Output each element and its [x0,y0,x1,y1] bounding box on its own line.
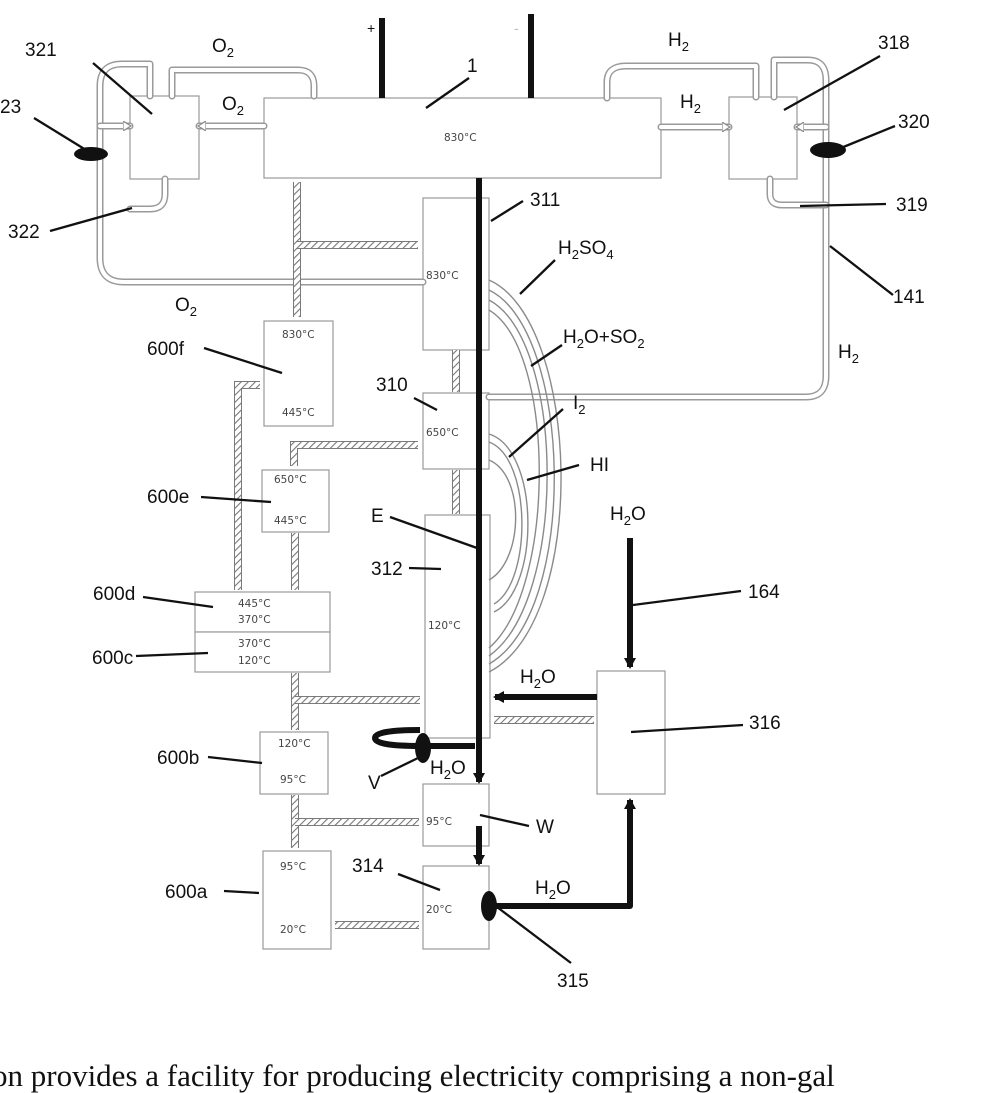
label-600b: 600b [157,748,199,769]
valve-315 [481,891,497,921]
label-315: 315 [557,971,589,992]
label-314: 314 [352,856,384,877]
label-319: 319 [896,195,928,216]
species-h2-mid: H2 [680,92,701,116]
species-h2o-316: H2O [520,667,556,691]
separator-321 [130,96,199,179]
label-320: 320 [898,112,930,133]
process-diagram: 321 23 322 1 + - 318 320 319 311 141 310… [0,0,997,1060]
caption-line: on provides a facility for producing ele… [0,1060,835,1093]
temp-600e-bot: 445°C [274,515,307,527]
label-321: 321 [25,40,57,61]
label-w: W [536,817,554,838]
label-318: 318 [878,33,910,54]
unit-316 [597,671,665,794]
label-23: 23 [0,97,21,118]
species-o2-low: O2 [175,295,197,319]
temp-310: 650°C [426,427,459,439]
temp-600a-top: 95°C [280,861,306,873]
label-164: 164 [748,582,780,603]
species-h2o-so2: H2O+SO2 [563,327,645,351]
label-312: 312 [371,559,403,580]
species-h2so4: H2SO4 [558,238,614,262]
label-600d: 600d [93,584,135,605]
temp-600f-top: 830°C [282,329,315,341]
species-h2o-315: H2O [535,878,571,902]
label-e: E [371,506,384,527]
species-hi: HI [590,455,609,476]
label-600e: 600e [147,487,189,508]
temp-600a-bot: 20°C [280,924,306,936]
label-1: 1 [467,56,478,77]
label-310: 310 [376,375,408,396]
label-600f: 600f [147,339,185,360]
temp-311: 830°C [426,270,459,282]
temp-600d-top: 445°C [238,598,271,610]
species-h2o-164: H2O [610,504,646,528]
temp-600c-top: 370°C [238,638,271,650]
label-316: 316 [749,713,781,734]
species-o2-top: O2 [212,36,234,60]
valve-320 [810,142,846,158]
temp-electrolyzer: 830°C [444,132,477,144]
label-322: 322 [8,222,40,243]
temp-600c-bot: 120°C [238,655,271,667]
recycle-arcs [489,280,561,672]
label-600a: 600a [165,882,208,903]
caption-text: on provides a facility for producing ele… [0,1060,997,1093]
label-minus: - [514,20,519,36]
temp-w: 95°C [426,816,452,828]
temp-600b-bot: 95°C [280,774,306,786]
temp-600e-top: 650°C [274,474,307,486]
process-boxes [130,96,797,949]
label-311: 311 [530,190,560,211]
valve-23 [74,147,108,161]
temp-600f-bot: 445°C [282,407,315,419]
species-h2-right: H2 [838,342,859,366]
label-v: V [368,773,381,794]
species-h2o-w: H2O [430,758,466,782]
label-plus: + [367,20,375,36]
temp-600d-bot: 370°C [238,614,271,626]
temp-314: 20°C [426,904,452,916]
species-o2-mid: O2 [222,94,244,118]
label-600c: 600c [92,648,133,669]
label-141: 141 [893,287,925,308]
species-h2-top: H2 [668,30,689,54]
temp-600b-top: 120°C [278,738,311,750]
temp-312: 120°C [428,620,461,632]
